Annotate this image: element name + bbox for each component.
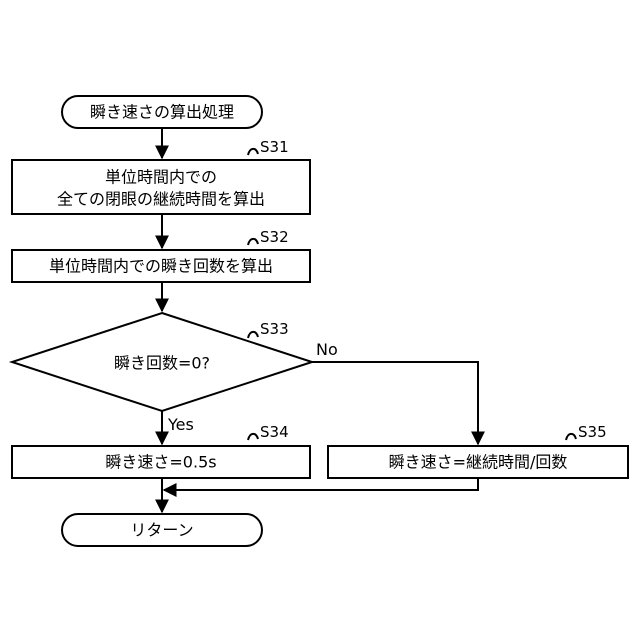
s35-id: S35	[578, 423, 607, 441]
s32-leader	[248, 239, 258, 245]
end-terminator: リターン	[62, 514, 262, 546]
s31-line2: 全ての閉眼の継続時間を算出	[57, 190, 265, 209]
s32-label: 単位時間内での瞬き回数を算出	[49, 257, 273, 276]
arrow-s33-no-to-s35	[312, 362, 478, 444]
s31-leader	[248, 149, 258, 155]
s34-id: S34	[260, 423, 289, 441]
start-terminator: 瞬き速さの算出処理	[62, 96, 262, 128]
s33-yes-label: Yes	[167, 415, 194, 434]
s35-leader	[566, 434, 576, 440]
decision-s33: S33 瞬き回数=0?	[12, 313, 312, 411]
s32-id: S32	[260, 228, 289, 246]
s33-label: 瞬き回数=0?	[114, 354, 210, 373]
end-label: リターン	[130, 521, 193, 540]
start-label: 瞬き速さの算出処理	[90, 103, 234, 122]
s33-leader	[248, 332, 258, 338]
arrow-s35-merge	[164, 478, 478, 490]
s33-no-label: No	[316, 340, 338, 359]
s34-leader	[248, 434, 258, 440]
s31-line1: 単位時間内での	[105, 168, 217, 187]
s31-id: S31	[260, 138, 289, 156]
s35-label: 瞬き速さ=継続時間/回数	[389, 453, 568, 472]
s34-label: 瞬き速さ=0.5s	[105, 453, 216, 472]
s33-id: S33	[260, 320, 289, 338]
